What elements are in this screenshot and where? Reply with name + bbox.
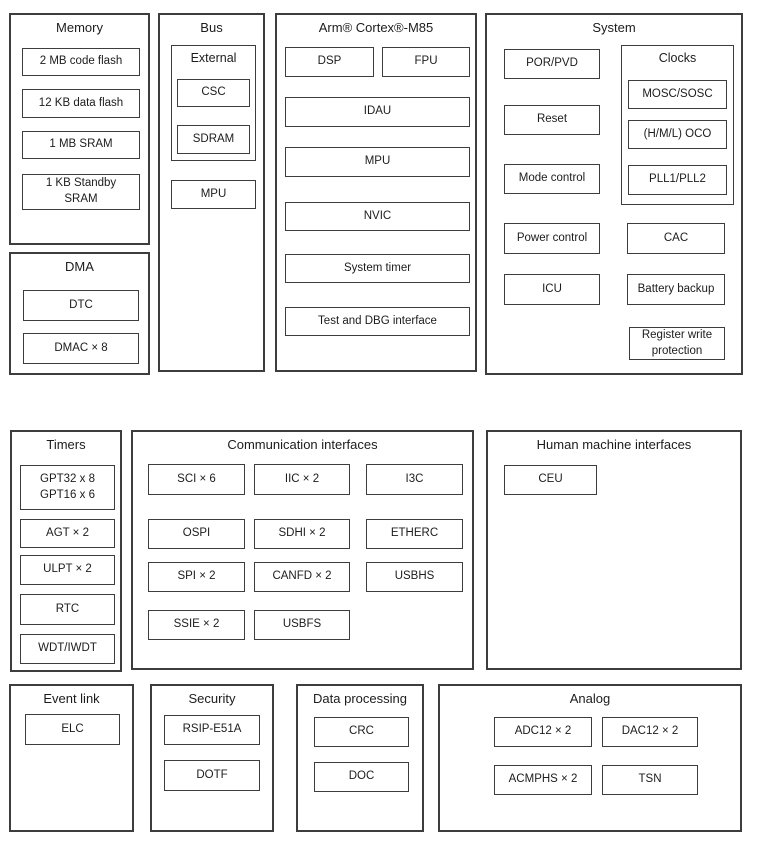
panel-cortex-m85: Arm® Cortex®-M85 DSP FPU IDAU MPU NVIC S…	[275, 13, 477, 372]
block-ulpt: ULPT × 2	[20, 555, 115, 585]
panel-memory: Memory 2 MB code flash 12 KB data flash …	[9, 13, 150, 245]
panel-security-title: Security	[188, 691, 236, 706]
block-mode-control: Mode control	[504, 164, 600, 194]
block-ceu: CEU	[504, 465, 597, 495]
block-spi: SPI × 2	[148, 562, 245, 592]
panel-communication-interfaces: Communication interfaces SCI × 6 IIC × 2…	[131, 430, 474, 670]
block-wdt-iwdt: WDT/IWDT	[20, 634, 115, 664]
panel-cortex-m85-title: Arm® Cortex®-M85	[318, 20, 434, 35]
panel-system-title: System	[592, 20, 636, 35]
block-agt: AGT × 2	[20, 519, 115, 548]
panel-data-processing-title: Data processing	[313, 691, 407, 706]
panel-human-machine-interfaces-title: Human machine interfaces	[536, 437, 692, 452]
block-dac12: DAC12 × 2	[602, 717, 698, 747]
panel-timers: Timers GPT32 x 8 GPT16 x 6 AGT × 2 ULPT …	[10, 430, 122, 672]
block-usbfs: USBFS	[254, 610, 350, 640]
block-nvic: NVIC	[285, 202, 470, 231]
block-elc: ELC	[25, 714, 120, 745]
block-doc: DOC	[314, 762, 409, 792]
panel-event-link-title: Event link	[43, 691, 100, 706]
block-battery-backup: Battery backup	[627, 274, 725, 305]
panel-analog-title: Analog	[569, 691, 611, 706]
block-data-flash: 12 KB data flash	[22, 89, 140, 118]
block-por-pvd: POR/PVD	[504, 49, 600, 79]
block-sdram: SDRAM	[177, 125, 250, 154]
panel-system: System POR/PVD Reset Mode control Power …	[485, 13, 743, 375]
block-power-control: Power control	[504, 223, 600, 254]
block-ospi: OSPI	[148, 519, 245, 549]
block-sdhi: SDHI × 2	[254, 519, 350, 549]
block-canfd: CANFD × 2	[254, 562, 350, 592]
block-idau: IDAU	[285, 97, 470, 127]
block-register-write-protection: Register write protection	[629, 327, 725, 360]
block-usbhs: USBHS	[366, 562, 463, 592]
block-icu: ICU	[504, 274, 600, 305]
panel-dma: DMA DTC DMAC × 8	[9, 252, 150, 375]
block-hml-oco: (H/M/L) OCO	[628, 120, 727, 149]
block-sram: 1 MB SRAM	[22, 131, 140, 159]
group-external-bus: External CSC SDRAM	[171, 45, 256, 161]
block-system-timer: System timer	[285, 254, 470, 283]
panel-bus-title: Bus	[200, 20, 223, 35]
panel-timers-title: Timers	[46, 437, 86, 452]
panel-communication-interfaces-title: Communication interfaces	[227, 437, 378, 452]
panel-analog: Analog ADC12 × 2 DAC12 × 2 ACMPHS × 2 TS…	[438, 684, 742, 832]
block-cpu-mpu: MPU	[285, 147, 470, 177]
block-etherc: ETHERC	[366, 519, 463, 549]
block-pll1-pll2: PLL1/PLL2	[628, 165, 727, 195]
panel-data-processing: Data processing CRC DOC	[296, 684, 424, 832]
panel-dma-title: DMA	[65, 259, 94, 274]
block-i3c: I3C	[366, 464, 463, 495]
panel-human-machine-interfaces: Human machine interfaces CEU	[486, 430, 742, 670]
block-test-dbg-interface: Test and DBG interface	[285, 307, 470, 336]
group-external-bus-title: External	[190, 51, 237, 65]
block-bus-mpu: MPU	[171, 180, 256, 209]
panel-memory-title: Memory	[56, 20, 103, 35]
panel-event-link: Event link ELC	[9, 684, 134, 832]
block-code-flash: 2 MB code flash	[22, 48, 140, 76]
block-cac: CAC	[627, 223, 725, 254]
block-acmphs: ACMPHS × 2	[494, 765, 592, 795]
block-dsp: DSP	[285, 47, 374, 77]
block-dotf: DOTF	[164, 760, 260, 791]
panel-bus: Bus External CSC SDRAM MPU	[158, 13, 265, 372]
block-mosc-sosc: MOSC/SOSC	[628, 80, 727, 109]
panel-security: Security RSIP-E51A DOTF	[150, 684, 274, 832]
block-tsn: TSN	[602, 765, 698, 795]
group-clocks-title: Clocks	[658, 51, 697, 65]
block-rtc: RTC	[20, 594, 115, 625]
block-adc12: ADC12 × 2	[494, 717, 592, 747]
block-crc: CRC	[314, 717, 409, 747]
block-reset: Reset	[504, 105, 600, 135]
block-standby-sram: 1 KB Standby SRAM	[22, 174, 140, 210]
block-dmac: DMAC × 8	[23, 333, 139, 364]
block-fpu: FPU	[382, 47, 470, 77]
block-sci: SCI × 6	[148, 464, 245, 495]
block-csc: CSC	[177, 79, 250, 107]
group-clocks: Clocks MOSC/SOSC (H/M/L) OCO PLL1/PLL2	[621, 45, 734, 205]
block-rsip-e51a: RSIP-E51A	[164, 715, 260, 745]
block-iic: IIC × 2	[254, 464, 350, 495]
block-dtc: DTC	[23, 290, 139, 321]
block-ssie: SSIE × 2	[148, 610, 245, 640]
block-gpt: GPT32 x 8 GPT16 x 6	[20, 465, 115, 510]
